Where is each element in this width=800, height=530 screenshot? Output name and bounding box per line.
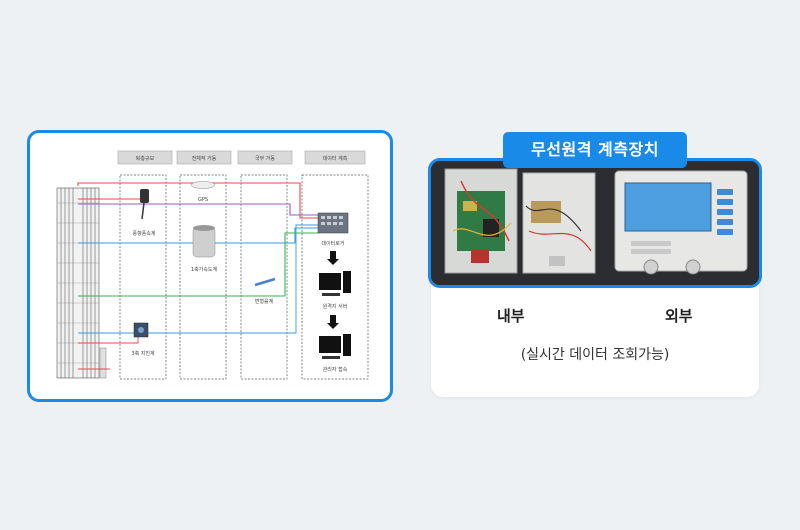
arrow-down-icon (327, 251, 339, 265)
device-photo-illustration (431, 161, 759, 285)
seismometer-icon (133, 322, 149, 338)
anemometer-icon (140, 189, 149, 220)
accelerometer-icon (192, 225, 216, 258)
realtime-note: (실시간 데이터 조회가능) (520, 347, 670, 363)
label-logger: 데이터로거 (321, 240, 344, 247)
label-server: 원격지 서버 (323, 303, 348, 310)
label-manager: 관리자 접속 (323, 366, 348, 373)
label-strain: 변형률계 (255, 298, 274, 305)
device-title-badge: 무선원격 계측장치 (503, 132, 687, 168)
header-global: 전체적 거동 (192, 155, 217, 162)
label-anemometer: 풍향풍속계 (132, 230, 155, 237)
strain-gauge-icon (254, 277, 276, 287)
gps-icon (190, 181, 216, 189)
label-accelerometer: 1축가속도계 (191, 266, 218, 273)
arrow-down-icon (327, 315, 339, 329)
building-tower (56, 187, 107, 379)
header-scale: 퇴층규모 (136, 155, 155, 162)
device-interior-illustration (444, 168, 596, 274)
device-photo (428, 158, 762, 288)
system-diagram: 퇴층규모 전체적 거동 국부 거동 데이터 계측 (56, 150, 369, 380)
manager-computer-icon (319, 334, 351, 359)
system-diagram-panel: 퇴층규모 전체적 거동 국부 거동 데이터 계측 (27, 130, 393, 402)
label-gps: GPS (198, 197, 208, 203)
header-local: 국부 거동 (255, 155, 275, 162)
label-interior: 내부 (497, 307, 525, 325)
header-data: 데이터 계측 (323, 155, 348, 162)
label-exterior: 외부 (665, 307, 693, 325)
label-seismometer: 3축 지진계 (131, 350, 155, 357)
server-computer-icon (319, 271, 351, 296)
device-exterior-illustration (614, 170, 748, 275)
data-logger-icon (317, 212, 349, 234)
